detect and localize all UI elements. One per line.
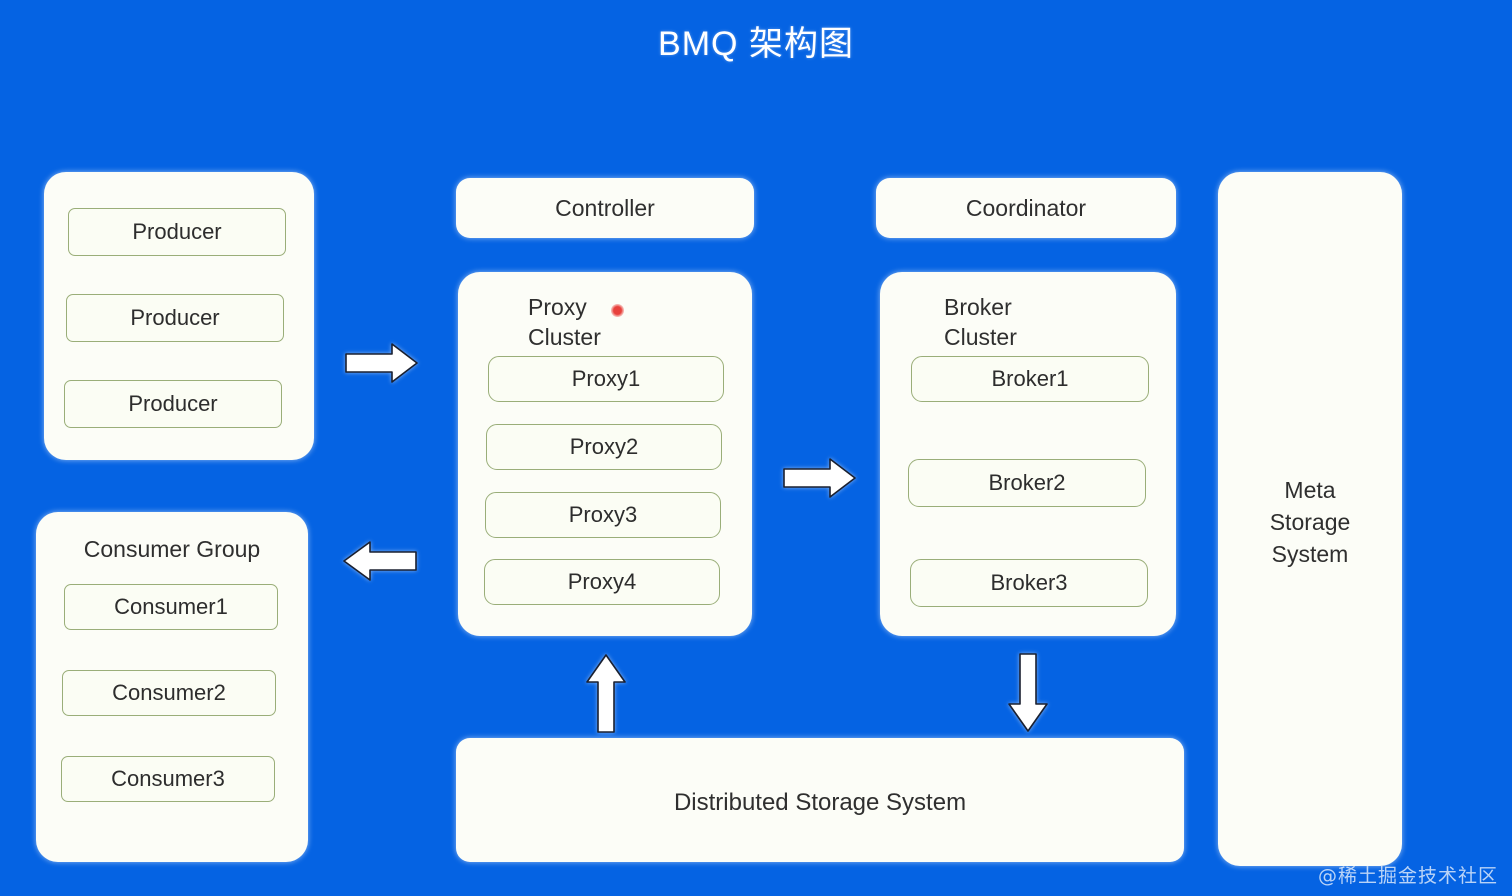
consumer-item-label: Consumer2 [112,680,226,705]
consumer-group-title: Consumer Group [83,536,261,562]
producer-item-label: Producer [128,391,218,416]
distributed-storage-label: Distributed Storage System [673,789,967,816]
broker-item-label: Broker2 [988,470,1066,495]
proxy-item-label: Proxy3 [568,502,638,527]
watermark: @稀土掘金技术社区 [1317,865,1498,887]
arrow-proxy-to-consumer [340,538,418,584]
arrow-proxy-to-broker [782,455,858,501]
proxy-item-label: Proxy1 [571,366,641,391]
cursor-dot-icon [611,304,624,317]
broker-item-1[interactable]: Broker1 [911,356,1149,402]
proxy-cluster-card: Proxy Cluster Proxy1 Proxy2 Proxy3 Proxy… [458,272,752,636]
producer-item-label: Producer [130,305,220,330]
broker-cluster-card: Broker Cluster Broker1 Broker2 Broker3 [880,272,1176,636]
producer-item-3[interactable]: Producer [64,380,282,428]
proxy-item-1[interactable]: Proxy1 [488,356,724,402]
coordinator-card[interactable]: Coordinator [876,178,1176,238]
producer-item-2[interactable]: Producer [66,294,284,342]
producer-item-1[interactable]: Producer [68,208,286,256]
controller-card[interactable]: Controller [456,178,754,238]
broker-cluster-title: Broker Cluster [944,294,1017,350]
controller-label: Controller [555,195,655,221]
page-title: BMQ 架构图 [658,25,854,63]
consumer-item-label: Consumer1 [114,594,228,619]
broker-item-3[interactable]: Broker3 [910,559,1148,607]
proxy-item-4[interactable]: Proxy4 [484,559,720,605]
broker-item-2[interactable]: Broker2 [908,459,1146,507]
proxy-item-label: Proxy2 [569,434,639,459]
consumer-group-card: Consumer Group Consumer1 Consumer2 Consu… [36,512,308,862]
arrow-broker-to-storage [1006,652,1050,734]
consumer-item-3[interactable]: Consumer3 [61,756,275,802]
proxy-cluster-title: Proxy Cluster [528,294,601,350]
distributed-storage-card: Distributed Storage System [456,738,1184,862]
arrow-storage-to-proxy [584,652,628,734]
producer-item-label: Producer [132,219,222,244]
consumer-item-2[interactable]: Consumer2 [62,670,276,716]
proxy-item-label: Proxy4 [567,569,637,594]
coordinator-label: Coordinator [965,195,1087,221]
broker-item-label: Broker1 [991,366,1069,391]
consumer-item-label: Consumer3 [111,766,225,791]
proxy-item-3[interactable]: Proxy3 [485,492,721,538]
producer-group-card: Producer Producer Producer [44,172,314,460]
proxy-item-2[interactable]: Proxy2 [486,424,722,470]
meta-storage-label: Meta Storage System [1269,477,1351,567]
arrow-producer-to-proxy [344,340,420,386]
meta-storage-card: Meta Storage System [1218,172,1402,866]
consumer-item-1[interactable]: Consumer1 [64,584,278,630]
broker-item-label: Broker3 [990,570,1068,595]
